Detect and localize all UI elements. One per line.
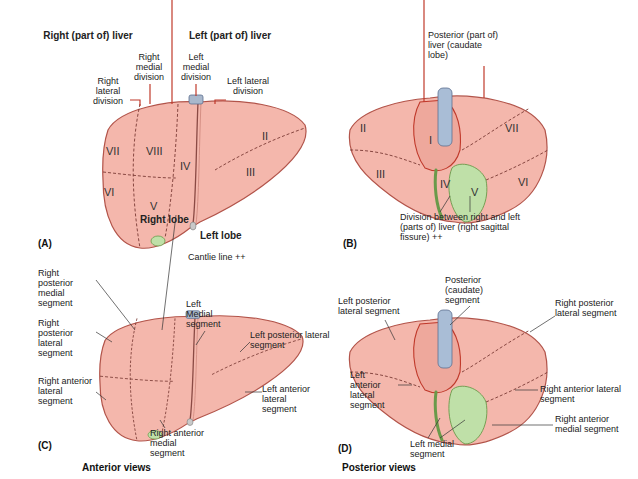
segment-label: Left medial segment: [410, 439, 460, 459]
panel-letter: (C): [38, 440, 52, 451]
segment-label: Right anterior medial segment: [555, 414, 627, 434]
liver-posterior: [349, 88, 548, 223]
segment-label: Posterior (caudate) segment: [445, 275, 511, 305]
segment-label: Right anterior lateral segment: [38, 376, 96, 406]
view-caption: Posterior views: [342, 462, 462, 473]
segment-label: Right posterior medial segment: [38, 268, 96, 308]
region-label: Right (part of) liver: [38, 30, 138, 41]
panel-letter: (D): [338, 443, 352, 454]
segment-numeral: VI: [518, 176, 528, 188]
segment-numeral: VI: [104, 186, 114, 198]
segment-label: Left posterior lateral segment: [338, 296, 410, 316]
segment-label: Left anterior lateral segment: [262, 384, 314, 414]
lobe-label: Left lobe: [200, 230, 260, 241]
panel-letter: (A): [38, 238, 52, 249]
segment-numeral: IV: [440, 178, 450, 190]
segment-numeral: IV: [180, 160, 190, 172]
leader-lines: [96, 196, 555, 438]
segment-numeral: II: [262, 130, 268, 142]
liver-posterior: [349, 310, 548, 445]
fissure-label: Division between right and left (parts o…: [400, 212, 525, 242]
liver-anterior: [103, 95, 306, 248]
segment-numeral: II: [360, 122, 366, 134]
division-label: Left lateral division: [226, 76, 270, 96]
segment-numeral: III: [376, 168, 385, 180]
segment-label: Right posterior lateral segment: [38, 318, 96, 358]
lobe-label: Right lobe: [140, 214, 200, 225]
region-label: Left (part of) liver: [180, 30, 280, 41]
segment-numeral: VII: [106, 145, 119, 157]
division-label: Right lateral division: [86, 76, 130, 106]
region-label: Posterior (part of) liver (caudate lobe): [428, 30, 500, 60]
segment-numeral: V: [471, 186, 478, 198]
line-label: Cantlie line ++: [188, 252, 278, 262]
segment-label: Right anterior lateral segment: [540, 384, 635, 404]
segment-label: Right posterior lateral segment: [555, 298, 617, 318]
segment-numeral: VII: [505, 122, 518, 134]
segment-numeral: VIII: [146, 145, 163, 157]
segment-label: Left anterior lateral segment: [350, 370, 398, 410]
segment-label: Left posterior lateral segment: [250, 330, 330, 350]
segment-numeral: III: [246, 166, 255, 178]
division-label: Right medial division: [128, 52, 170, 82]
panel-letter: (B): [343, 238, 357, 249]
segment-numeral: I: [429, 134, 432, 146]
view-caption: Anterior views: [82, 462, 202, 473]
segment-label: Left Medial segment: [186, 299, 226, 329]
segment-numeral: V: [150, 200, 157, 212]
segment-label: Right anterior medial segment: [150, 428, 208, 458]
division-label: Left medial division: [176, 52, 216, 82]
